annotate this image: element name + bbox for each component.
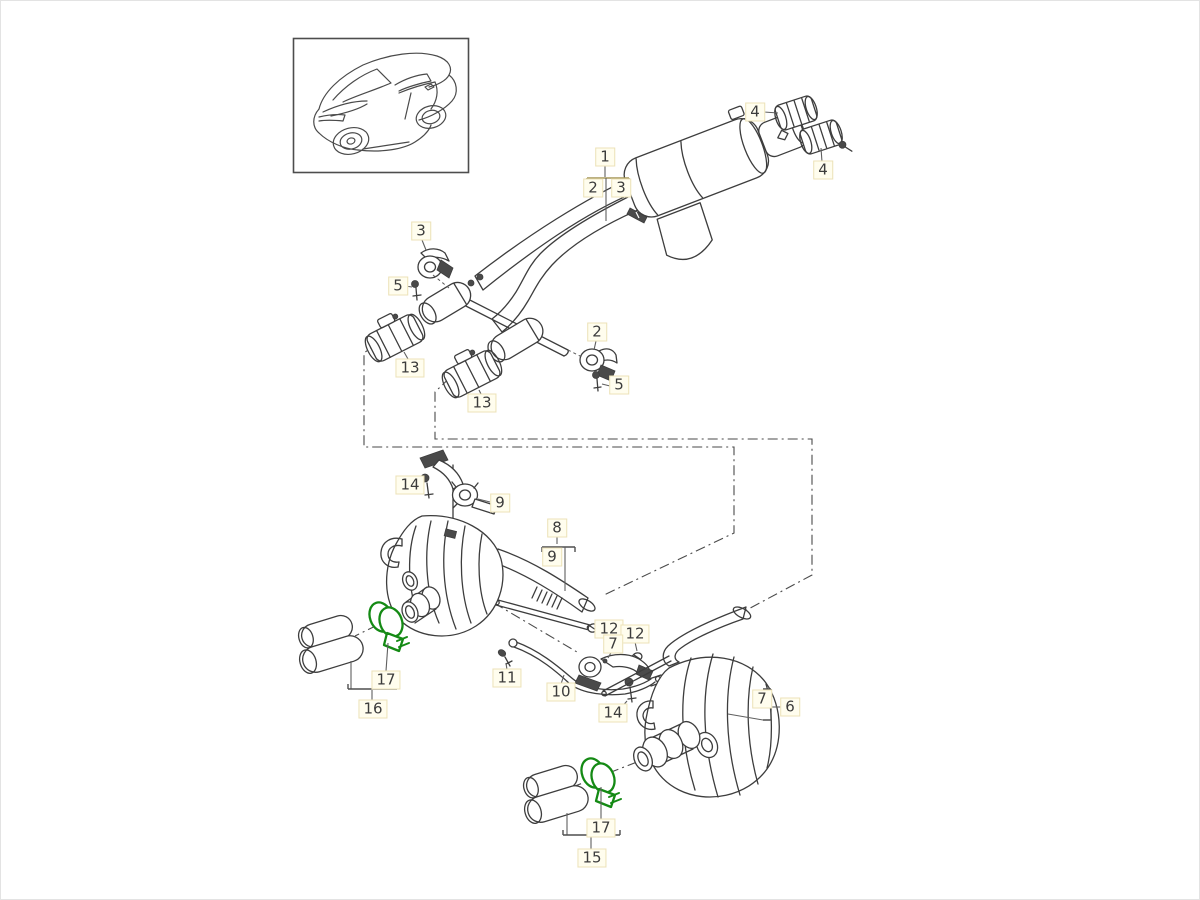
callout-17-bottom[interactable]: 17 <box>586 818 616 838</box>
callout-5-left[interactable]: 5 <box>388 276 408 296</box>
callout-10[interactable]: 10 <box>546 682 576 702</box>
clamp-4-upper <box>774 95 818 141</box>
support-mount-3 <box>417 248 454 289</box>
callout-7-mount[interactable]: 7 <box>603 634 623 654</box>
callout-14-upper[interactable]: 14 <box>395 475 425 495</box>
callout-4-lower[interactable]: 4 <box>813 160 833 180</box>
flange-bolt <box>476 273 484 281</box>
callout-2-group[interactable]: 2 <box>583 178 603 198</box>
hanger-strap-right <box>601 655 672 697</box>
mount-7 <box>574 653 654 692</box>
callout-4-upper[interactable]: 4 <box>745 102 765 122</box>
callout-14-lower[interactable]: 14 <box>598 703 628 723</box>
rear-silencer-left <box>380 464 596 637</box>
right-silencer-outlet <box>633 720 719 772</box>
callout-1[interactable]: 1 <box>595 147 615 167</box>
connector-stub-upper <box>418 281 472 325</box>
left-silencer-pipe <box>492 548 589 613</box>
rear-silencer-right <box>601 606 780 798</box>
screw-5-left <box>411 280 422 301</box>
callout-11[interactable]: 11 <box>492 668 522 688</box>
right-silencer-ribs <box>682 653 773 798</box>
car-thumbnail <box>292 37 470 174</box>
mount-2 <box>567 348 618 382</box>
callout-17-left[interactable]: 17 <box>371 670 401 690</box>
callout-9-group[interactable]: 9 <box>542 547 562 567</box>
callout-5-right[interactable]: 5 <box>609 375 629 395</box>
callout-13-right[interactable]: 13 <box>467 393 497 413</box>
car-sketch <box>313 52 457 155</box>
clamp-13-left <box>364 313 426 363</box>
right-silencer-inlet-pipe <box>662 606 747 667</box>
pipe-hatching <box>531 586 563 610</box>
callout-15[interactable]: 15 <box>577 848 607 868</box>
tailpipe-trim-left-16 <box>297 614 364 674</box>
clamp-13-right <box>441 349 503 399</box>
mount-boss <box>443 528 458 539</box>
callout-6[interactable]: 6 <box>780 697 800 717</box>
clamp-17-left[interactable] <box>366 599 410 653</box>
left-silencer-outlet <box>401 571 441 624</box>
screw-14-lower <box>624 677 637 703</box>
right-silencer-hook <box>636 700 656 731</box>
callout-3[interactable]: 3 <box>411 221 431 241</box>
callout-2[interactable]: 2 <box>587 322 607 342</box>
callout-8[interactable]: 8 <box>547 518 567 538</box>
front-pipe-lower <box>491 194 641 333</box>
front-silencer-assembly <box>418 105 807 363</box>
callout-7-group[interactable]: 7 <box>752 689 772 709</box>
support-bracket-9 <box>419 449 498 515</box>
front-pipe-upper <box>474 171 645 291</box>
callout-12-b[interactable]: 12 <box>620 624 650 644</box>
tailpipe-trim-bottom-15 <box>522 764 589 824</box>
callout-16[interactable]: 16 <box>358 699 388 719</box>
callout-9-upper[interactable]: 9 <box>490 493 510 513</box>
callout-3-group[interactable]: 3 <box>611 178 631 198</box>
callout-12-a[interactable]: 12 <box>594 619 624 639</box>
screw-11 <box>497 649 513 667</box>
clamp-4-lower <box>799 119 853 155</box>
left-silencer-hook <box>380 537 403 568</box>
callout-13-left[interactable]: 13 <box>395 358 425 378</box>
flange-bolt <box>467 279 475 287</box>
screw-5-right <box>592 371 602 392</box>
car-thumbnail-frame <box>292 37 470 174</box>
